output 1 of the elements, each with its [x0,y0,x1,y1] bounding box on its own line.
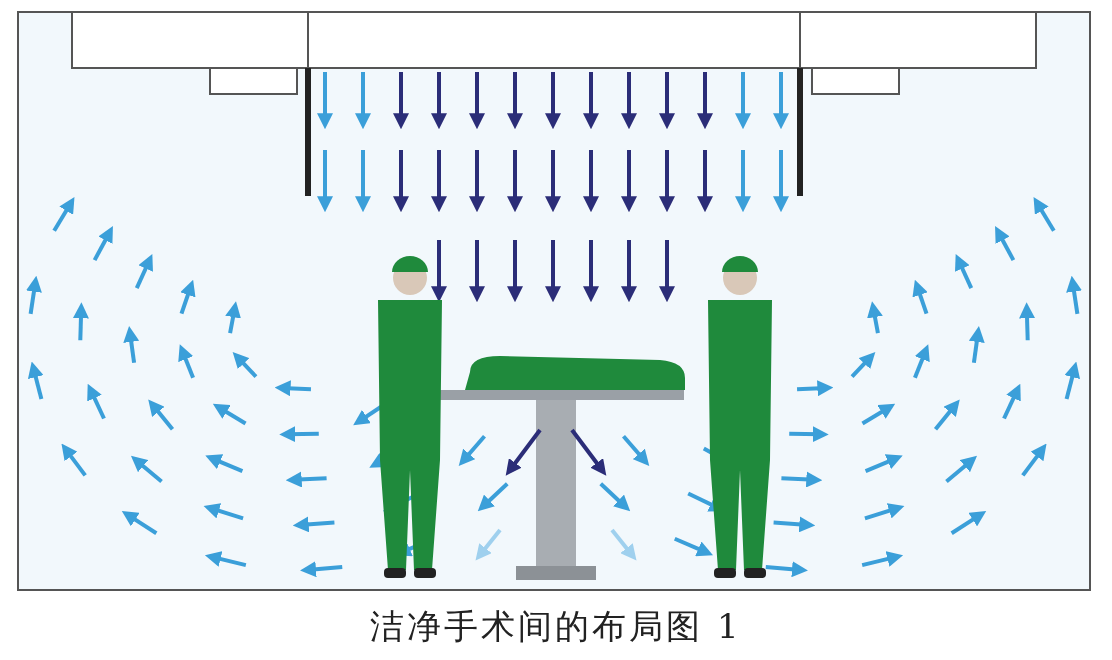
diagram-caption: 洁净手术间的布局图 1 [370,605,742,648]
